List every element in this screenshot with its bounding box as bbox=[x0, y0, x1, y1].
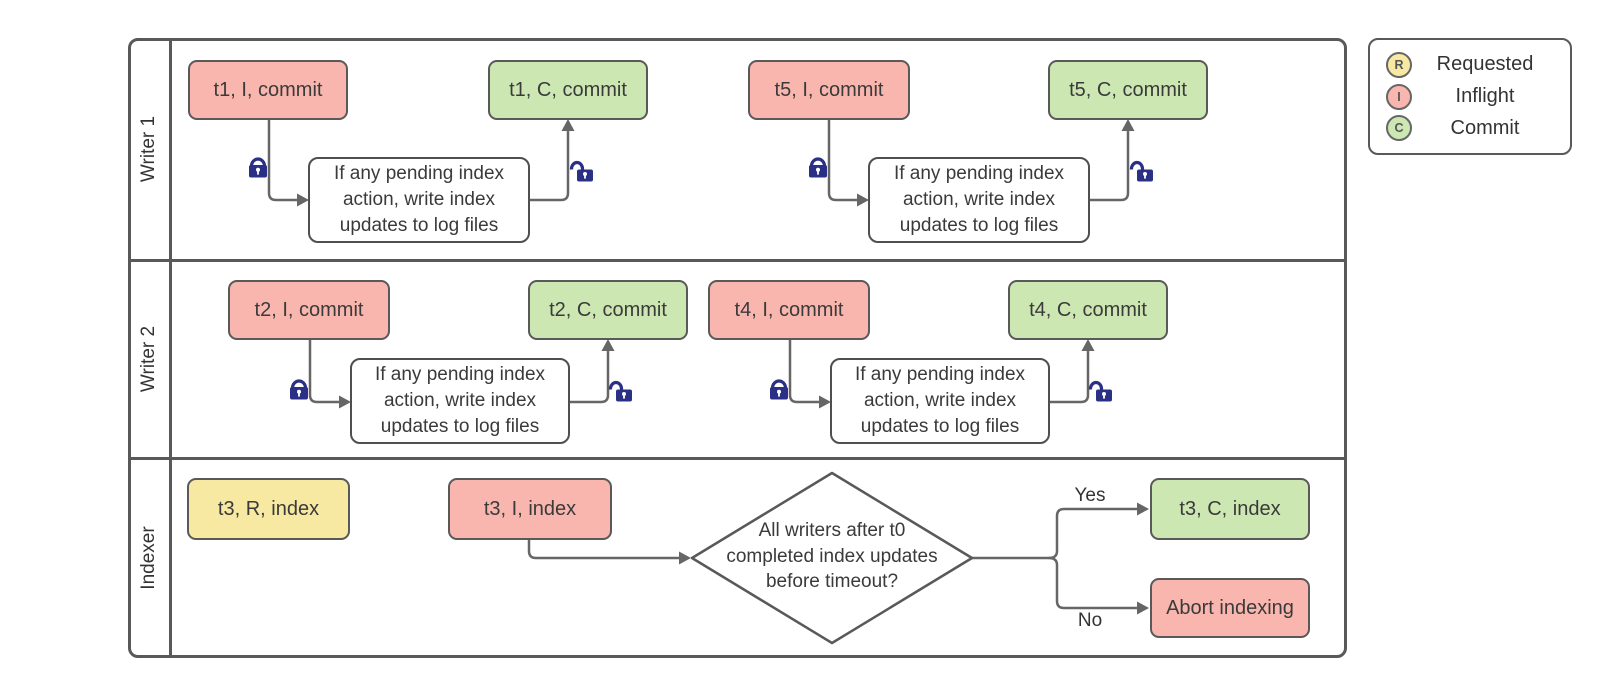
action-box-writer1-t1: If any pending index action, write index… bbox=[308, 157, 530, 243]
node-t4-commit: t4, C, commit bbox=[1008, 280, 1168, 340]
decision-diamond bbox=[690, 471, 974, 645]
inflight-state-icon: I bbox=[1386, 83, 1412, 110]
node-t1-inflight: t1, I, commit bbox=[188, 60, 348, 120]
legend-row-inflight: I Inflight bbox=[1386, 83, 1558, 110]
lane-label-writer-1: Writer 1 bbox=[138, 115, 159, 183]
node-t5-inflight: t5, I, commit bbox=[748, 60, 910, 120]
legend-label-inflight: Inflight bbox=[1455, 85, 1515, 107]
action-box-writer1-t5: If any pending index action, write index… bbox=[868, 157, 1090, 243]
lane-title-separator bbox=[169, 38, 172, 658]
action-box-writer2-t2: If any pending index action, write index… bbox=[350, 358, 570, 444]
node-t4-inflight: t4, I, commit bbox=[708, 280, 870, 340]
requested-state-icon: R bbox=[1386, 51, 1412, 78]
lane-label-indexer: Indexer bbox=[138, 526, 159, 590]
swimlane-frame bbox=[128, 38, 1347, 658]
action-box-writer2-t4: If any pending index action, write index… bbox=[830, 358, 1050, 444]
commit-state-icon: C bbox=[1386, 115, 1412, 142]
node-t1-commit: t1, C, commit bbox=[488, 60, 648, 120]
node-t2-commit: t2, C, commit bbox=[528, 280, 688, 340]
lane-divider-2 bbox=[128, 457, 1347, 460]
decision-question: All writers after t0 completed index upd… bbox=[726, 520, 938, 593]
branch-label-no: No bbox=[1077, 610, 1103, 631]
lane-divider-1 bbox=[128, 259, 1347, 262]
legend-row-commit: C Commit bbox=[1386, 115, 1558, 142]
branch-label-yes: Yes bbox=[1074, 485, 1106, 506]
node-abort-indexing: Abort indexing bbox=[1150, 578, 1310, 638]
node-t3-commit: t3, C, index bbox=[1150, 478, 1310, 540]
node-t2-inflight: t2, I, commit bbox=[228, 280, 390, 340]
legend-label-requested: Requested bbox=[1436, 53, 1534, 76]
legend-label-commit: Commit bbox=[1450, 116, 1520, 139]
node-t3-inflight: t3, I, index bbox=[448, 478, 612, 540]
legend-row-requested: R Requested bbox=[1386, 51, 1558, 78]
lane-label-writer-2: Writer 2 bbox=[138, 325, 159, 393]
node-t3-requested: t3, R, index bbox=[187, 478, 350, 540]
node-t5-commit: t5, C, commit bbox=[1048, 60, 1208, 120]
legend-panel: R Requested I Inflight C Commit bbox=[1368, 38, 1572, 155]
